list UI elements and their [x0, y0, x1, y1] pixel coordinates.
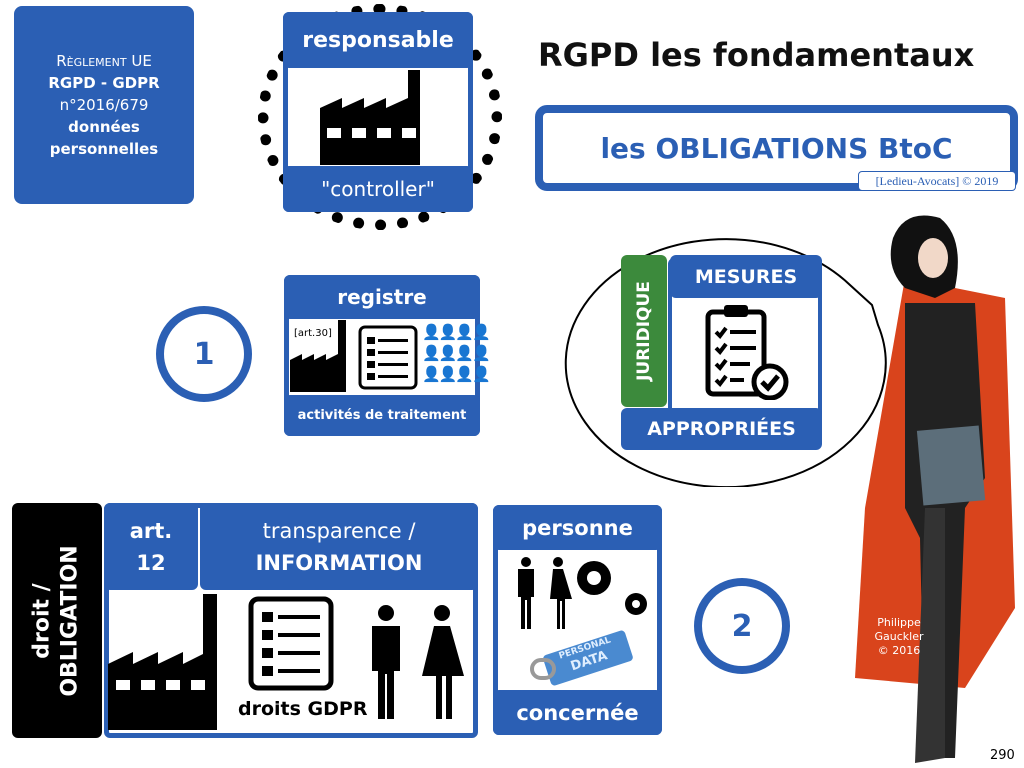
personne-footer: concernée — [493, 690, 662, 735]
page-title: RGPD les fondamentaux — [538, 36, 975, 74]
droit-text: droit / — [30, 582, 56, 659]
obligations-title: les OBLIGATIONS BtoC — [600, 131, 953, 165]
droit-obligation-label: droit / OBLIGATION — [12, 503, 102, 738]
step-1-badge: 1 — [156, 306, 252, 402]
padlock-shackle-icon — [530, 658, 556, 680]
registre-footer: activités de traitement — [284, 395, 480, 436]
transparence-title: transparence / INFORMATION — [200, 503, 478, 590]
reglement-number: n°2016/679 — [59, 96, 149, 114]
obligations-box: les OBLIGATIONS BtoC — [535, 105, 1018, 191]
step-2-number: 2 — [731, 608, 753, 644]
reglement-box: Règlement UE RGPD - GDPR n°2016/679 donn… — [14, 6, 194, 204]
checklist-icon — [705, 305, 789, 400]
art-number: 12 — [136, 550, 166, 575]
credit-line-2: Gauckler — [874, 630, 924, 643]
page-number: 290 — [990, 748, 1015, 763]
factory-icon — [320, 70, 420, 165]
mesures-footer: APPROPRIÉES — [621, 408, 822, 450]
credit-label: [Ledieu-Avocats] © 2019 — [858, 171, 1016, 191]
reglement-rgpd: RGPD - GDPR — [48, 74, 160, 92]
heroine-illustration — [855, 215, 1015, 763]
dashed-circle — [258, 4, 502, 230]
illustration-credit: Philippe Gauckler © 2016 — [872, 616, 926, 658]
registre-title: registre — [284, 275, 480, 319]
reglement-personnelles: personnelles — [49, 140, 159, 158]
people-grid-icon: 👤👤👤👤👤👤👤👤👤👤👤👤 — [422, 323, 491, 383]
step-2-badge: 2 — [694, 578, 790, 674]
reglement-label: Règlement UE — [56, 52, 152, 70]
droits-gdpr-label: droits GDPR — [238, 698, 368, 720]
responsable-title: responsable — [283, 12, 473, 68]
credit-line-3: © 2016 — [877, 644, 921, 657]
art12-label: art. 12 — [104, 503, 198, 590]
transparence-text: transparence / — [262, 518, 416, 543]
mesures-title: MESURES — [670, 255, 822, 298]
document-list-icon — [248, 596, 334, 691]
registre-art: [art.30] — [294, 328, 332, 339]
information-text: INFORMATION — [255, 550, 423, 575]
responsable-subtitle: "controller" — [283, 166, 473, 212]
obligation-text: OBLIGATION — [58, 544, 84, 697]
step-1-number: 1 — [193, 336, 215, 372]
people-gears-icon — [518, 557, 647, 629]
juridique-label: JURIDIQUE — [621, 255, 667, 407]
art-text: art. — [129, 518, 173, 543]
reglement-donnees: données — [68, 118, 140, 136]
factory-small-icon — [290, 320, 346, 392]
man-woman-icon — [372, 605, 464, 719]
credit-line-1: Philippe — [877, 616, 921, 629]
factory-large-icon — [108, 594, 217, 730]
list-icon — [358, 325, 418, 390]
juridique-text: JURIDIQUE — [634, 281, 655, 381]
personne-title: personne — [493, 505, 662, 550]
